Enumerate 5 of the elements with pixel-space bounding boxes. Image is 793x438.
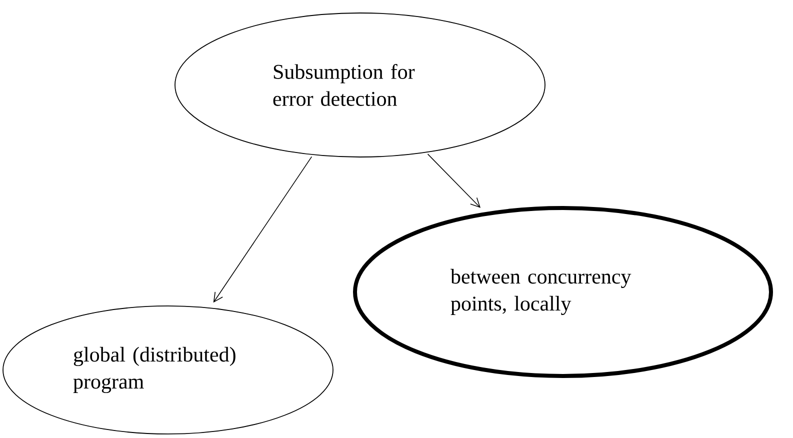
ellipse-node: Subsumption for error detection	[174, 12, 546, 158]
arrow	[427, 154, 481, 208]
ellipse-node: between concurrency points, locally	[353, 206, 773, 378]
arrow	[213, 156, 312, 303]
ellipse-node: global (distributed) program	[2, 306, 334, 434]
